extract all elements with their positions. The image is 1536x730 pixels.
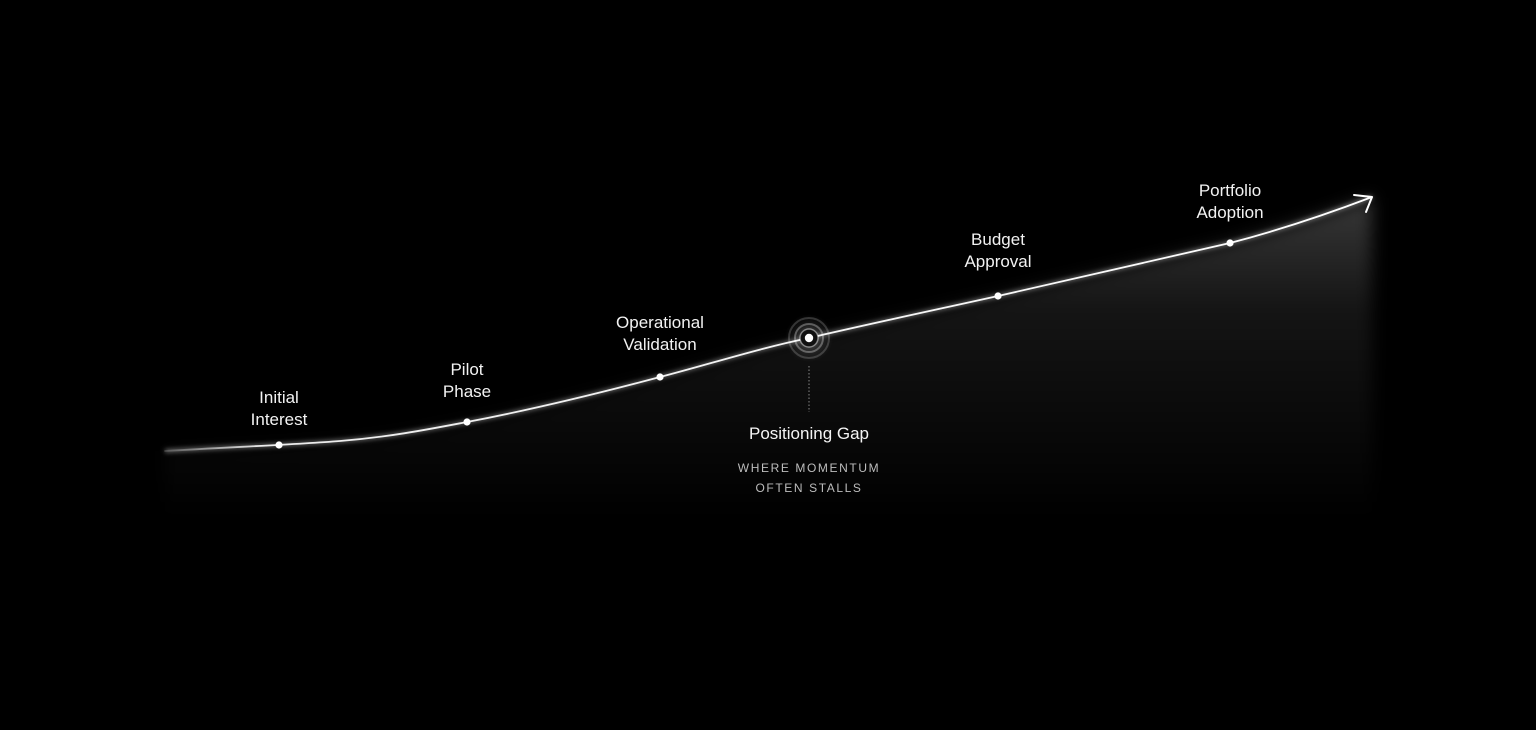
positioning-gap-subtitle: WHERE MOMENTUM OFTEN STALLS bbox=[738, 458, 880, 498]
milestone-dot-portfolio-adoption bbox=[1226, 239, 1234, 247]
milestone-dot-pilot-phase bbox=[463, 418, 471, 426]
milestone-label-pilot-phase: Pilot Phase bbox=[443, 359, 491, 403]
milestone-dot-budget-approval bbox=[994, 292, 1002, 300]
milestone-label-initial-interest: Initial Interest bbox=[251, 387, 308, 431]
milestone-label-line1: Portfolio bbox=[1198, 181, 1262, 200]
curve-glow bbox=[165, 197, 1372, 520]
positioning-gap-subtitle-line2: OFTEN STALLS bbox=[755, 481, 863, 495]
milestone-label-line2: Interest bbox=[250, 410, 308, 429]
milestone-label-budget-approval: Budget Approval bbox=[964, 229, 1031, 273]
positioning-gap-marker bbox=[785, 314, 833, 362]
milestone-label-line2: Adoption bbox=[1196, 203, 1264, 222]
milestone-label-line2: Validation bbox=[623, 335, 697, 354]
positioning-gap-title: Positioning Gap bbox=[748, 424, 870, 443]
growth-curve-line bbox=[164, 196, 1373, 452]
milestone-dot-initial-interest bbox=[275, 441, 283, 449]
milestone-label-operational-validation: Operational Validation bbox=[616, 312, 704, 356]
arrowhead-icon bbox=[1353, 194, 1373, 213]
milestone-dot-operational-validation bbox=[656, 373, 664, 381]
milestone-label-line1: Budget bbox=[971, 230, 1025, 249]
positioning-gap-subtitle-line1: WHERE MOMENTUM bbox=[737, 461, 881, 475]
milestone-label-line1: Pilot bbox=[450, 360, 484, 379]
milestone-label-portfolio-adoption: Portfolio Adoption bbox=[1196, 180, 1263, 224]
milestone-label-line2: Phase bbox=[442, 382, 492, 401]
milestone-label-line2: Approval bbox=[964, 252, 1032, 271]
milestone-label-line1: Operational bbox=[616, 313, 704, 332]
milestone-label-line1: Initial bbox=[259, 388, 299, 407]
